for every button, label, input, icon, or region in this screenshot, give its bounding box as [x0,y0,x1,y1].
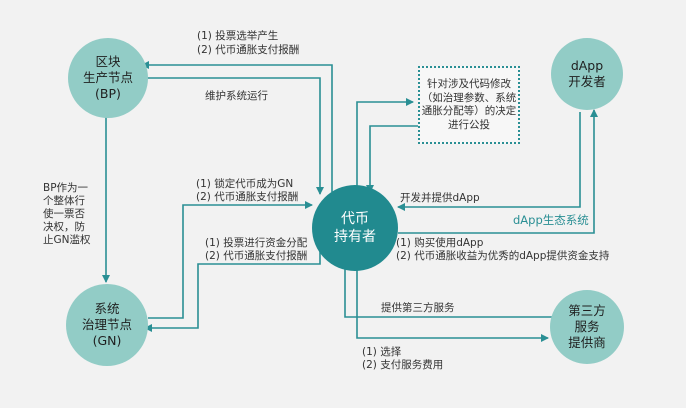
node-token-holder: 代币 持有者 [312,185,398,271]
label-bp-to-gn-3: 使一票否 [43,208,85,220]
label-holder-to-bp-2: (2) 代币通胀支付报酬 [197,44,300,56]
label-holder-to-third-2: (2) 支付服务费用 [362,359,444,371]
edge-holder-to-third [356,245,549,342]
label-holder-to-gn-1: (1) 投票进行资金分配 [205,237,308,249]
label-bp-to-gn-2: 个整体行 [43,195,85,207]
label-bp-to-holder: 维护系统运行 [205,90,268,102]
node-governance: 系统 治理节点 (GN) [66,284,148,366]
label-holder-to-third-1: (1) 选择 [362,346,402,358]
label-holder-to-gn-2: (2) 代币通胀支付报酬 [205,250,308,262]
edge-note-to-holder [366,125,418,193]
label-bp-to-gn-4: 决权，防 [43,221,85,233]
label-holder-to-dapp-2: (2) 代币通胀收益为优秀的dApp提供资金支持 [396,250,610,262]
node-block-producer: 区块 生产节点 (BP) [68,38,148,118]
edge-holder-to-gn [144,243,321,332]
label-holder-to-dapp-1: (1) 购买使用dApp [396,237,484,249]
edge-holder-to-note [356,98,414,190]
edge-dapp-to-holder [397,112,581,211]
label-gn-to-holder-1: (1) 锁定代币成为GN [196,178,294,190]
label-bp-to-gn-5: 止GN滥权 [43,234,91,246]
edge-bp-to-holder [147,77,324,195]
label-holder-to-bp-1: (1) 投票选举产生 [197,30,279,42]
ecosystem-label: dApp生态系统 [513,213,589,227]
edge-gn-to-holder [148,201,313,319]
node-third-party: 第三方 服务 提供商 [550,290,624,364]
referendum-note-box: 针对涉及代码修改 （如治理参数、系统 通胀分配等）的决定 进行公投 [418,66,520,144]
edge-holder-to-dapp [398,109,598,234]
label-bp-to-gn-1: BP作为一 [43,182,89,194]
label-gn-to-holder-2: (2) 代币通胀支付报酬 [196,191,299,203]
edge-holder-to-bp [141,61,333,192]
label-third-to-holder: 提供第三方服务 [381,302,455,314]
label-dapp-to-holder: 开发并提供dApp [400,192,480,204]
node-dapp-developer: dApp 开发者 [551,38,623,110]
